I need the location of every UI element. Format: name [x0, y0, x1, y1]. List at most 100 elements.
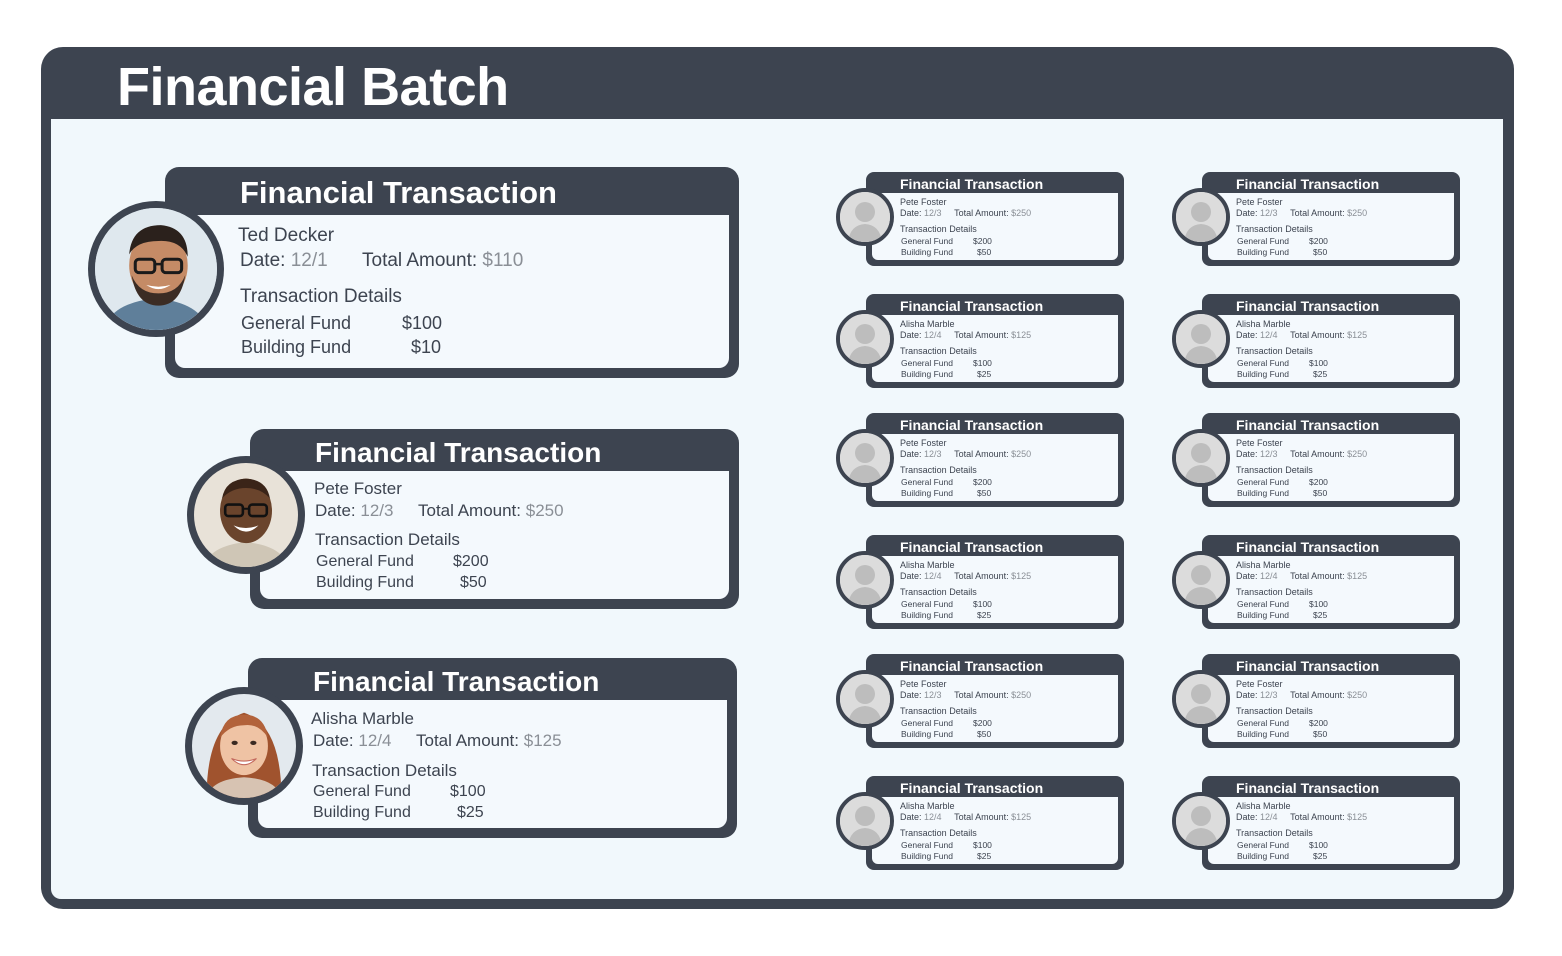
- amount-line: Date: 12/4 Total Amount: $125: [1236, 330, 1368, 340]
- fund-amount: $200: [973, 718, 992, 728]
- person-placeholder-icon: [836, 792, 894, 850]
- transaction-card-ted-decker[interactable]: Financial Transaction Ted Decker Date: 1…: [88, 167, 740, 379]
- fund-name: General Fund: [1237, 599, 1289, 609]
- fund-amount: $25: [1313, 851, 1328, 861]
- transaction-thumbnail-alisha[interactable]: Financial Transaction Alisha Marble Date…: [1172, 294, 1464, 390]
- fund-name: General Fund: [901, 236, 953, 246]
- fund-amount: $50: [977, 729, 992, 739]
- donor-name: Pete Foster: [900, 438, 947, 448]
- amount-line: Date: 12/4 Total Amount: $125: [1236, 571, 1368, 581]
- fund-name: Building Fund: [901, 369, 953, 379]
- fund-name: General Fund: [241, 313, 352, 333]
- fund-amount: $25: [977, 610, 992, 620]
- transaction-card-pete-foster[interactable]: Financial Transaction Pete Foster Date: …: [187, 429, 740, 611]
- fund-name: Building Fund: [241, 337, 352, 357]
- amount-line: Date: 12/3 Total Amount: $250: [1236, 208, 1368, 218]
- total-amount: $250: [1011, 690, 1032, 700]
- donor-name: Alisha Marble: [1236, 801, 1291, 811]
- total-line: Total Amount: $125: [416, 731, 562, 750]
- transaction-thumbnail-pete[interactable]: Financial Transaction Pete Foster Date: …: [836, 413, 1128, 509]
- total-amount: $250: [525, 501, 564, 520]
- transaction-card-alisha-marble[interactable]: Financial Transaction Alisha Marble Date…: [185, 658, 738, 840]
- donor-name: Alisha Marble: [1236, 319, 1291, 329]
- transaction-thumbnail-pete[interactable]: Financial Transaction Pete Foster Date: …: [1172, 654, 1464, 750]
- card-title: Financial Transaction: [900, 176, 1044, 192]
- donor-name: Pete Foster: [900, 679, 947, 689]
- transaction-details-heading: Transaction Details: [1236, 706, 1313, 716]
- donor-name: Ted Decker: [238, 225, 335, 246]
- page-title: Financial Batch: [117, 57, 509, 117]
- amount-line: Date: 12/4 Total Amount: $125: [1236, 812, 1368, 822]
- transaction-date: 12/4: [358, 731, 392, 750]
- fund-name: Building Fund: [901, 488, 953, 498]
- transaction-details-heading: Transaction Details: [315, 530, 460, 549]
- fund-amount: $25: [1313, 610, 1328, 620]
- total-amount: $125: [1011, 571, 1032, 581]
- donor-name: Alisha Marble: [900, 801, 955, 811]
- amount-line: Date: 12/4 Total Amount: $125: [900, 571, 1032, 581]
- total-amount: $110: [482, 250, 524, 271]
- fund-amount: $200: [453, 553, 489, 570]
- transaction-thumbnail-alisha[interactable]: Financial Transaction Alisha Marble Date…: [836, 776, 1128, 872]
- date-line: Date: 12/1: [240, 250, 328, 271]
- fund-amount: $100: [450, 783, 486, 800]
- fund-amount: $25: [977, 369, 992, 379]
- fund-amount: $100: [1309, 599, 1328, 609]
- total-amount: $250: [1011, 449, 1032, 459]
- transaction-thumbnail-pete[interactable]: Financial Transaction Pete Foster Date: …: [1172, 172, 1464, 268]
- total-amount: $125: [1011, 812, 1032, 822]
- fund-name: Building Fund: [901, 610, 953, 620]
- person-photo-icon: [187, 456, 305, 574]
- transaction-thumbnail-alisha[interactable]: Financial Transaction Alisha Marble Date…: [836, 294, 1128, 390]
- fund-name: General Fund: [901, 477, 953, 487]
- transaction-details-heading: Transaction Details: [900, 346, 977, 356]
- fund-name: Building Fund: [316, 574, 414, 591]
- person-placeholder-icon: [836, 429, 894, 487]
- transaction-details-heading: Transaction Details: [1236, 828, 1313, 838]
- fund-name: Building Fund: [1237, 729, 1289, 739]
- transaction-thumbnail-pete[interactable]: Financial Transaction Pete Foster Date: …: [1172, 413, 1464, 509]
- date-line: Date: 12/3: [315, 501, 394, 520]
- transaction-date: 12/3: [1260, 208, 1278, 218]
- total-amount: $125: [1347, 330, 1368, 340]
- donor-name: Pete Foster: [1236, 438, 1283, 448]
- transaction-thumbnail-alisha[interactable]: Financial Transaction Alisha Marble Date…: [1172, 776, 1464, 872]
- transaction-details-heading: Transaction Details: [900, 224, 977, 234]
- fund-amount: $100: [973, 358, 992, 368]
- transaction-details-heading: Transaction Details: [240, 286, 402, 307]
- card-title: Financial Transaction: [315, 437, 602, 468]
- transaction-thumbnail-pete[interactable]: Financial Transaction Pete Foster Date: …: [836, 172, 1128, 268]
- fund-amount: $25: [1313, 369, 1328, 379]
- transaction-details-heading: Transaction Details: [1236, 224, 1313, 234]
- fund-name: General Fund: [1237, 477, 1289, 487]
- transaction-thumbnail-alisha[interactable]: Financial Transaction Alisha Marble Date…: [1172, 535, 1464, 631]
- fund-name: General Fund: [316, 553, 414, 570]
- fund-name: General Fund: [1237, 840, 1289, 850]
- date-line: Date: 12/4: [313, 731, 392, 750]
- fund-amount: $100: [973, 840, 992, 850]
- transaction-date: 12/4: [1260, 812, 1278, 822]
- person-placeholder-icon: [836, 310, 894, 368]
- transaction-details-heading: Transaction Details: [900, 706, 977, 716]
- total-amount: $250: [1347, 208, 1368, 218]
- transaction-date: 12/4: [924, 812, 942, 822]
- donor-name: Pete Foster: [900, 197, 947, 207]
- card-title: Financial Transaction: [900, 780, 1044, 796]
- transaction-date: 12/4: [1260, 330, 1278, 340]
- transaction-date: 12/4: [1260, 571, 1278, 581]
- amount-line: Date: 12/4 Total Amount: $125: [900, 330, 1032, 340]
- transaction-thumbnail-alisha[interactable]: Financial Transaction Alisha Marble Date…: [836, 535, 1128, 631]
- transaction-thumbnail-pete[interactable]: Financial Transaction Pete Foster Date: …: [836, 654, 1128, 750]
- transaction-date: 12/3: [360, 501, 394, 520]
- transaction-details-heading: Transaction Details: [900, 828, 977, 838]
- total-amount: $125: [1011, 330, 1032, 340]
- fund-name: Building Fund: [313, 804, 411, 821]
- fund-amount: $50: [460, 574, 487, 591]
- person-placeholder-icon: [836, 670, 894, 728]
- fund-amount: $200: [973, 477, 992, 487]
- fund-name: General Fund: [901, 718, 953, 728]
- person-photo-icon: [88, 201, 224, 337]
- fund-amount: $100: [402, 313, 443, 333]
- card-title: Financial Transaction: [900, 658, 1044, 674]
- fund-amount: $10: [411, 337, 442, 357]
